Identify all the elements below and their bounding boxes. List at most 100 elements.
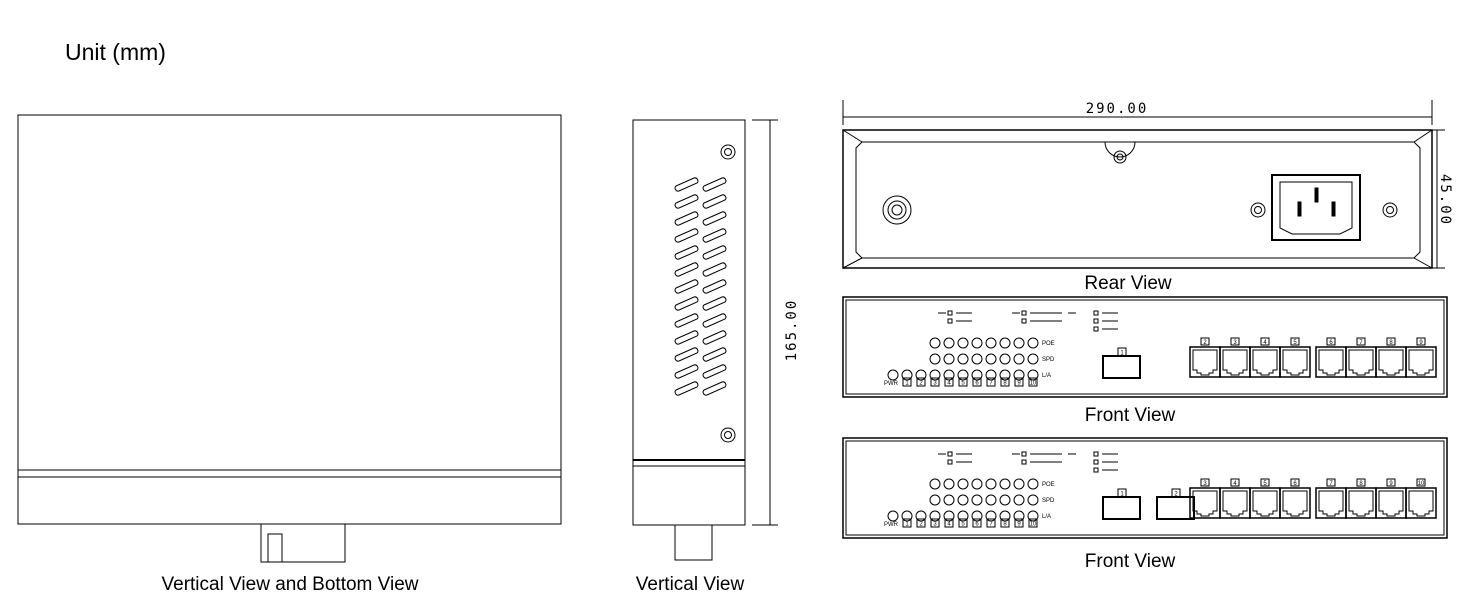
port-number-box [944,518,954,528]
ground-screw-icon [882,195,912,225]
led-indicator [887,369,899,381]
port-number: 2 [919,381,923,387]
vent-slot [674,330,699,345]
vent-slot [702,177,727,192]
vent-slot [702,347,727,362]
rj45-port-number: 5 [1293,340,1297,346]
rj45-port-number: 9 [1419,340,1423,346]
led-indicator [985,337,997,349]
rj45-port-number: 4 [1263,340,1267,346]
rj45-port [1219,346,1251,378]
din-rail-clip [260,523,346,563]
rj45-port [1279,487,1311,519]
port-number-box [930,377,940,387]
port-number-box [944,377,954,387]
port-number: 1 [905,381,909,387]
vent-slot [702,228,727,243]
port-number: 7 [989,522,993,528]
rear-view-caption: Rear View [1084,273,1172,294]
led-indicator [957,510,969,522]
legend-square [1093,467,1099,473]
rj45-port [1189,346,1221,378]
bottom-view-caption: Vertical View and Bottom View [162,574,419,595]
led-indicator [929,510,941,522]
vent-slot [674,211,699,226]
screw-icon [1382,202,1398,218]
led-indicator [957,478,969,490]
rj45-port [1249,346,1281,378]
port-number-box [916,518,926,528]
led-indicator [943,510,955,522]
led-indicator [943,353,955,365]
led-indicator [985,369,997,381]
vent-slot [674,262,699,277]
bottom-view [17,114,562,563]
vent-slot [702,313,727,328]
led-indicator [999,510,1011,522]
height-dimension: 165.00 [784,299,800,362]
port-number-box [902,518,912,528]
vent-slot [674,177,699,192]
vent-slot [674,245,699,260]
rj45-port-number: 7 [1359,340,1363,346]
port-number-box [1000,377,1010,387]
led-indicator [887,510,899,522]
port-number-box [1014,377,1024,387]
led-indicator [943,478,955,490]
vent-slot [674,296,699,311]
rj45-port [1219,487,1251,519]
legend-square [1093,318,1099,324]
front-panel [842,437,1448,539]
led-indicator [901,510,913,522]
rj45-port [1405,487,1437,519]
rj45-port [1375,487,1407,519]
vent-slot [674,228,699,243]
port-number-box [1028,377,1038,387]
depth-dimension: 45.00 [1437,174,1453,226]
vent-slot [702,296,727,311]
vent-slot [674,381,699,396]
side-view [632,119,778,561]
vent-slot [702,194,727,209]
sfp-port-number: 1 [1120,351,1124,357]
screw-icon [720,427,736,443]
rj45-port [1375,346,1407,378]
vent-slot [674,313,699,328]
legend-square [1093,451,1099,457]
rj45-port-number: 10 [1418,481,1425,487]
legend-square [947,318,953,324]
vent-slots [674,177,727,396]
rj45-port-number: 9 [1389,481,1393,487]
led-indicator [1013,353,1025,365]
rj45-port [1345,487,1377,519]
led-indicator [971,353,983,365]
legend-square [1093,459,1099,465]
side-view-caption: Vertical View [636,574,745,595]
led-indicator [929,353,941,365]
led-indicator [999,478,1011,490]
led-indicator [929,337,941,349]
led-indicator [943,369,955,381]
port-number-box [902,377,912,387]
port-number-box [958,377,968,387]
led-indicator [929,478,941,490]
port-number: 4 [947,522,951,528]
sfp-port-number: 2 [1174,492,1178,498]
led-indicator [915,369,927,381]
led-indicator [1027,337,1039,349]
screw-icon [1113,150,1127,164]
led-indicator [985,510,997,522]
legend-square [1021,318,1027,324]
led-indicator [1013,369,1025,381]
led-indicator [943,494,955,506]
led-indicator [971,337,983,349]
port-number: 7 [989,381,993,387]
rj45-port-number: 8 [1359,481,1363,487]
port-number: 8 [1003,381,1007,387]
port-number-box [972,518,982,528]
port-number: 9 [1017,381,1021,387]
rj45-port [1249,487,1281,519]
vent-slot [702,381,727,396]
